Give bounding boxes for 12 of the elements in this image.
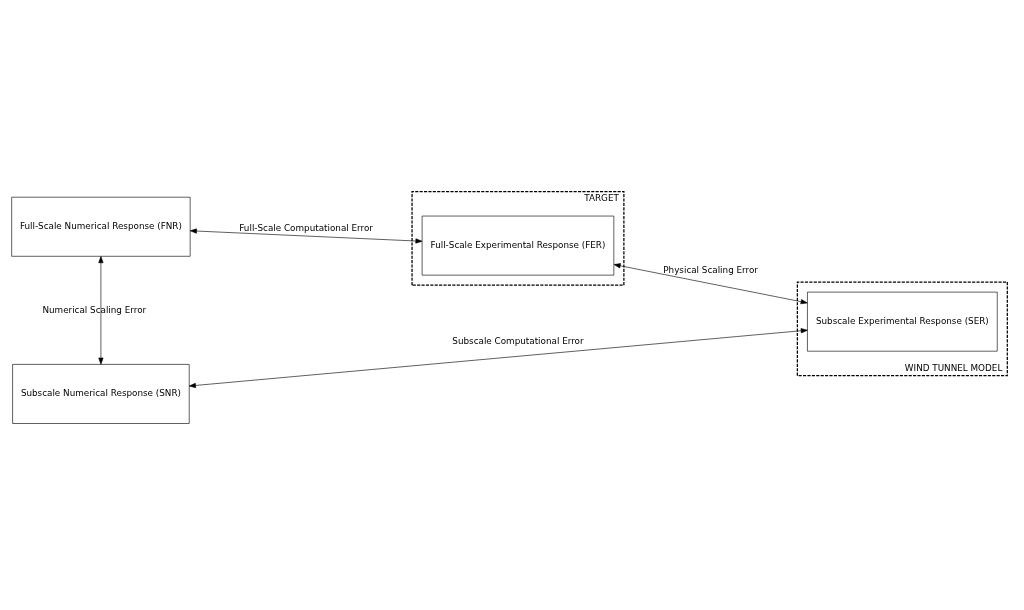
edge-label: Subscale Computational Error — [452, 336, 584, 347]
node-box: Full-Scale Numerical Response (FNR) — [11, 196, 191, 257]
edge-label: Numerical Scaling Error — [42, 304, 147, 315]
node-box: Subscale Numerical Response (SNR) — [12, 364, 190, 424]
node-box: Subscale Experimental Response (SER) — [807, 291, 998, 352]
arrow — [189, 228, 423, 244]
edge-label: Full-Scale Computational Error — [239, 223, 373, 234]
arrow — [613, 263, 808, 305]
node-box: Full-Scale Experimental Response (FER) — [421, 215, 615, 276]
arrow — [188, 328, 808, 388]
edge-label: Physical Scaling Error — [663, 264, 758, 275]
arrow — [98, 256, 104, 365]
